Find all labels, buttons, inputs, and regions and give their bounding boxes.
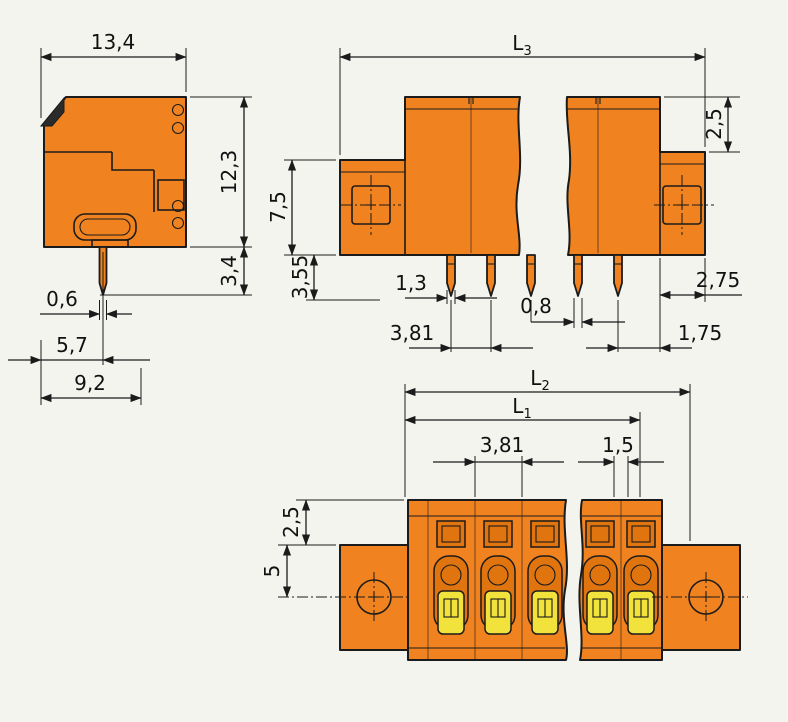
dim-label-pin-length: 3,55 (288, 255, 312, 300)
dim-label-end-clearance: 2,75 (696, 268, 741, 292)
lever-side-inner (79, 218, 131, 236)
dim-divider-width: 1,5 (578, 433, 664, 497)
dim-pin-shoulder-width: 1,3 (395, 271, 497, 304)
front-body-left (339, 96, 522, 256)
dim-label-edge-offset: 2,5 (279, 506, 303, 538)
wire-entry-funnel (39, 96, 65, 127)
side-view: 13,4 12,3 3,4 0,6 5,7 (8, 30, 252, 405)
dim-side-width: 13,4 (40, 30, 187, 118)
dim-last-pin-offset: 1,75 (586, 321, 723, 353)
side-cavity (157, 179, 185, 211)
dim-pole-pitch: 3,81 (433, 433, 564, 497)
front-view: L3 7,5 3,55 1,3 3,81 (266, 31, 742, 353)
dim-end-step: 2,5 (664, 96, 740, 153)
dim-label-divider-width: 1,5 (602, 433, 634, 457)
dim-label-length-l1: L1 (512, 394, 531, 422)
test-hole-top-1 (171, 103, 185, 117)
dim-label-pin-width: 0,6 (46, 287, 78, 311)
dim-length-l2: L2 (404, 366, 691, 541)
test-hole-bottom-1 (171, 199, 185, 213)
dim-length-l1: L1 (404, 394, 641, 497)
dim-pin-width: 0,6 (40, 287, 132, 320)
dim-label-hole-center-offset: 5 (260, 565, 284, 578)
dim-pin-tip-width: 0,8 (520, 294, 625, 328)
dim-label-pole-pitch: 3,81 (480, 433, 525, 457)
dim-label-flange-height: 7,5 (266, 191, 290, 223)
dim-label-length-l2: L2 (530, 366, 549, 394)
pin-2 (486, 254, 496, 297)
dim-label-pin-shoulder-width: 1,3 (395, 271, 427, 295)
dim-pin-pitch: 3,81 (390, 321, 533, 353)
dim-label-pin-tip-width: 0,8 (520, 294, 552, 318)
dim-hole-center-offset: 5 (260, 544, 292, 598)
pin-4 (573, 254, 583, 297)
test-hole-bottom-2 (171, 216, 185, 230)
dim-label-depth: 9,2 (74, 371, 106, 395)
pole-2 (480, 520, 516, 635)
dim-side-height: 12,3 3,4 (100, 96, 252, 296)
side-housing-body (43, 96, 187, 248)
dim-label-end-step: 2,5 (702, 108, 726, 140)
internal-step (111, 152, 154, 171)
bottom-notch (91, 239, 129, 247)
dim-total-length: L3 (339, 31, 706, 155)
dim-depth: 9,2 (40, 368, 142, 405)
front-body-right (565, 96, 706, 256)
pin-1 (446, 254, 456, 297)
pole-3 (527, 520, 563, 635)
top-view: L2 L1 3,81 1,5 2,5 (260, 366, 748, 661)
dim-label-pin-protrusion: 3,4 (217, 255, 241, 287)
pin-5 (613, 254, 623, 297)
dim-label-pin-offset: 5,7 (56, 333, 88, 357)
dim-end-clearance: 2,75 (659, 258, 742, 352)
dim-label-pin-pitch: 3,81 (390, 321, 435, 345)
dim-pin-length: 3,55 (288, 254, 380, 301)
pole-5 (623, 520, 659, 635)
dim-edge-offset: 2,5 (278, 499, 404, 546)
dim-flange-height: 7,5 (266, 159, 336, 256)
pin-3 (526, 254, 536, 297)
pole-4 (582, 520, 618, 635)
dim-label-side-height: 12,3 (217, 150, 241, 195)
pole-1 (433, 520, 469, 635)
test-hole-top-2 (171, 121, 185, 135)
dim-label-last-pin-offset: 1,75 (678, 321, 723, 345)
dim-label-total-length: L3 (512, 31, 531, 59)
dim-label-side-width: 13,4 (91, 30, 136, 54)
